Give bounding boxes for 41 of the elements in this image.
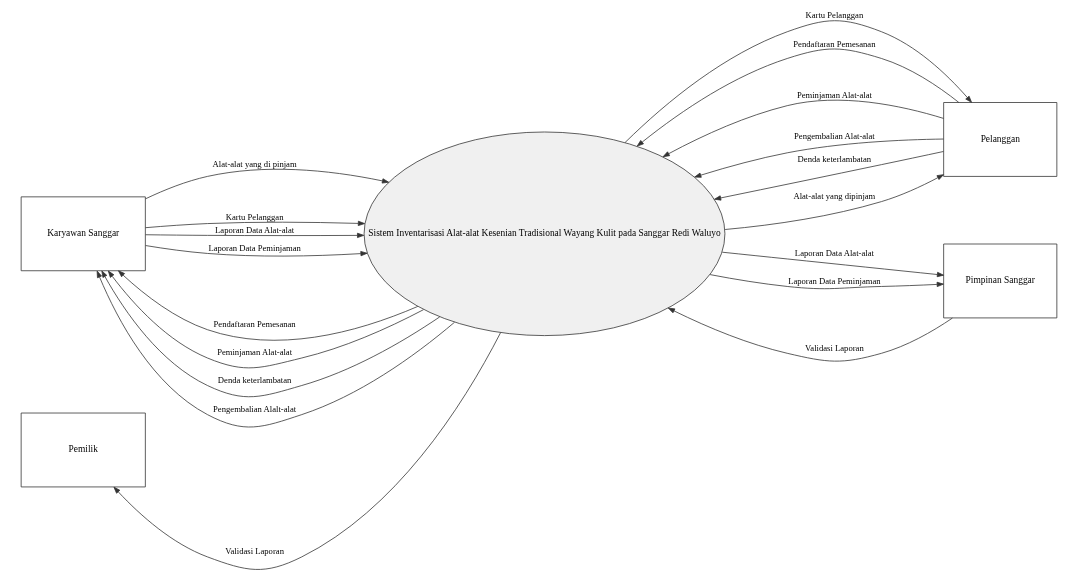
edge-label: Peminjaman Alat-alat: [216, 347, 292, 358]
node-box: Pemilik: [20, 412, 146, 488]
arrow: [117, 270, 418, 341]
edge-label: Pengembalian Alalt-alat: [212, 404, 296, 415]
arrow: [144, 232, 364, 238]
arrow: [693, 138, 944, 178]
edge-label: Laporan Data Peminjaman: [207, 242, 301, 253]
edge-label: Laporan Data Alat-alat: [794, 248, 874, 259]
arrow: [662, 99, 944, 158]
arrow: [624, 20, 972, 143]
edge-label: Laporan Data Alat-alat: [214, 224, 294, 235]
edge-label: Validasi Laporan: [224, 546, 284, 557]
arrow: [144, 245, 368, 257]
edge-label: Validasi Laporan: [804, 342, 864, 353]
arrow: [636, 48, 959, 147]
arrow: [96, 270, 455, 428]
node-ellipse: Sistem Inventarisasi Alat-alat Kesenian Tradisional Wayang Kulit pada Sanggar Redi Waluyo: [363, 131, 725, 336]
arrow: [107, 270, 424, 369]
arrow: [100, 270, 440, 398]
edge-label: Pengembalian Alat-alat: [793, 131, 875, 142]
arrow: [144, 168, 389, 200]
arrow: [709, 274, 944, 290]
arrow: [713, 151, 944, 201]
arrow: [667, 307, 953, 362]
edge-label: Laporan Data Peminjaman: [787, 275, 881, 286]
edge-label: Pendaftaran Pemesanan: [792, 38, 875, 49]
edge-label: Kartu Pelanggan: [225, 212, 283, 223]
arrow: [724, 174, 944, 230]
edge-label: Pendaftaran Pemesanan: [213, 319, 296, 330]
arrow: [721, 251, 944, 278]
edge-label: Alat-alat yang di pinjam: [212, 158, 297, 169]
node-box: Pelanggan: [942, 102, 1057, 177]
node-box: Pimpinan Sanggar: [942, 243, 1057, 319]
edge-label: Peminjaman Alat-alat: [796, 90, 872, 101]
arrow: [144, 220, 365, 229]
edge-label: Kartu Pelanggan: [805, 10, 863, 21]
arrow: [113, 332, 501, 570]
node-box: Karyawan Sanggar: [20, 196, 146, 272]
edge-label: Alat-alat yang dipinjam: [792, 191, 875, 202]
edge-label: Denda keterlambatan: [797, 154, 871, 165]
edge-label: Denda keterlambatan: [217, 375, 291, 385]
